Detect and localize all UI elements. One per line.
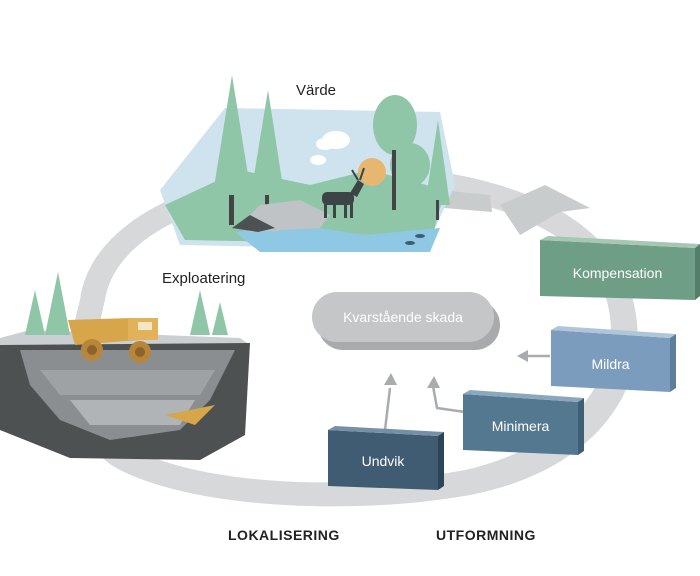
- label-mildra: Mildra: [591, 356, 630, 372]
- pit-sand: [165, 405, 215, 425]
- landscape-water: [235, 225, 440, 252]
- label-kompensation: Kompensation: [572, 265, 663, 281]
- box-undvik: [328, 426, 444, 490]
- label-minimera: Minimera: [491, 418, 550, 434]
- label-varde: Värde: [296, 82, 337, 99]
- reindeer-icon: [322, 167, 365, 218]
- tree-icon: [25, 290, 45, 335]
- loop-arrow-tail: [440, 190, 492, 212]
- label-kvarstaende-skada: Kvarstående skada: [343, 309, 463, 325]
- label-lokalisering: LOKALISERING: [228, 527, 340, 543]
- tree-icon: [250, 90, 285, 200]
- tree-icon: [425, 120, 450, 205]
- sun-icon: [358, 158, 386, 186]
- tree-icon: [190, 290, 210, 335]
- loop-ring: [70, 164, 638, 507]
- residual-damage-pill: [312, 292, 500, 350]
- exploatering-mine: [0, 272, 250, 460]
- label-exploatering: Exploatering: [162, 270, 246, 287]
- label-undvik: Undvik: [361, 453, 405, 469]
- box-minimera: [463, 390, 584, 455]
- label-utformning: UTFORMNING: [436, 527, 536, 543]
- varde-landscape: [160, 75, 455, 252]
- box-mildra: [551, 326, 676, 392]
- fish-icon: [415, 234, 425, 238]
- loop-arrowhead: [500, 185, 590, 235]
- tree-icon: [212, 75, 252, 200]
- tree-icon: [45, 272, 70, 335]
- arrows: [383, 350, 550, 431]
- fish-icon: [405, 241, 415, 245]
- tree-icon: [212, 302, 228, 335]
- dump-truck-icon: [68, 318, 158, 363]
- tree-icon: [373, 95, 417, 155]
- cycle-loop: [70, 164, 638, 507]
- box-kompensation: [540, 236, 700, 300]
